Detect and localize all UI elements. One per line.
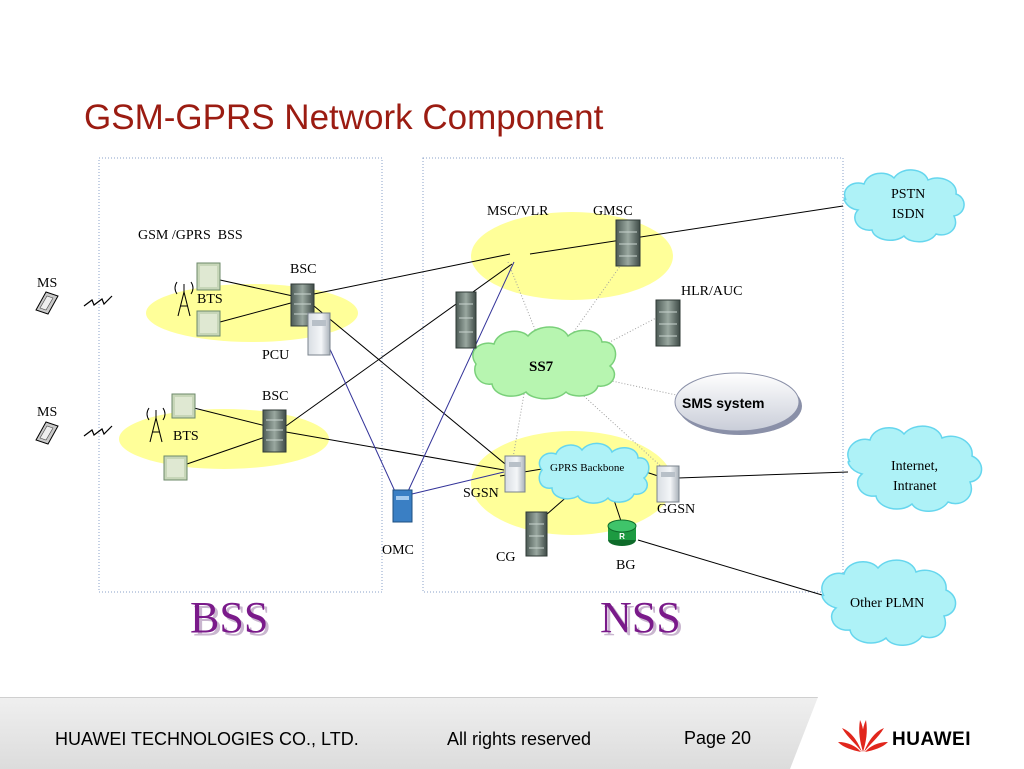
msc-rack [455,291,477,349]
footer-logo-panel [790,697,1024,769]
label-bts-top: BTS [197,292,223,307]
label-ms-bottom: MS [37,405,57,420]
huawei-logo-icon [838,720,888,752]
internet-cloud [847,425,983,512]
phone-icon-top [35,291,59,315]
label-omc: OMC [382,543,414,558]
radio-link-top [83,295,113,307]
gmsc-rack [615,219,641,267]
footer-rights: All rights reserved [447,729,592,749]
signalling-links [507,254,691,471]
bg-router-badge: R [619,532,625,541]
label-gmsc: GMSC [593,204,633,219]
footer-company: HUAWEI TECHNOLOGIES CO., LTD. [55,729,359,749]
label-pcu: PCU [262,348,289,363]
hlr-rack [655,299,681,347]
bts-cabinet-3 [171,393,196,419]
nss-big-label: NSS [600,593,681,642]
bts-cabinet-4 [163,455,188,481]
nss-big-label-shadow: NSS [603,596,684,645]
label-pstn: PSTN [891,187,925,202]
bss-big-label: BSS [190,593,268,642]
label-ggsn: GGSN [657,502,695,517]
label-cg: CG [496,550,515,565]
network-diagram: R GSM /GPRS BSS MS MS [35,157,983,646]
footer-page-number: Page 20 [684,728,752,748]
ggsn-server [656,465,680,503]
label-sgsn: SGSN [463,486,499,501]
radio-link-bottom [83,425,113,437]
phone-icon-bottom [35,421,59,445]
label-gsm-gprs-bss: GSM /GPRS BSS [138,228,243,243]
bts-cabinet-2 [196,310,221,337]
omc-server [392,489,413,523]
pstn-isdn-cloud [843,169,965,243]
label-bsc-bottom: BSC [262,389,288,404]
footer-bar: HUAWEI TECHNOLOGIES CO., LTD. All rights… [0,697,1024,769]
label-isdn: ISDN [892,207,925,222]
bss-region [98,157,383,593]
cg-rack [525,511,548,557]
bss-big-label-shadow: BSS [193,596,271,645]
label-ms-top: MS [37,276,57,291]
bts-cabinet-1 [196,262,221,291]
sgsn-server [504,455,526,493]
gprs-backbone-cloud [538,442,650,504]
antenna-icon-top [174,281,194,317]
label-gprs-backbone: GPRS Backbone [550,462,624,474]
ss7-cloud [472,326,617,400]
label-bsc-top: BSC [290,262,316,277]
label-intranet: Intranet [893,479,937,494]
label-other-plmn: Other PLMN [850,596,924,611]
label-ss7: SS7 [529,359,554,375]
nss-region [422,157,844,593]
pcu-server [307,312,331,356]
sms-system-node [674,372,802,435]
bsc-rack-bottom [262,409,287,453]
bg-router: R [607,519,637,546]
label-bg: BG [616,558,635,573]
slide-title: GSM-GPRS Network Component [84,98,604,137]
label-hlr-auc: HLR/AUC [681,284,742,299]
label-sms-system: SMS system [682,395,764,411]
other-plmn-cloud [821,559,957,646]
omc-links [322,261,515,501]
label-msc-vlr: MSC/VLR [487,204,549,219]
label-internet: Internet, [891,459,938,474]
antenna-icon-bottom [146,407,166,443]
huawei-logo-word: HUAWEI [892,729,971,750]
label-bts-bottom: BTS [173,429,199,444]
